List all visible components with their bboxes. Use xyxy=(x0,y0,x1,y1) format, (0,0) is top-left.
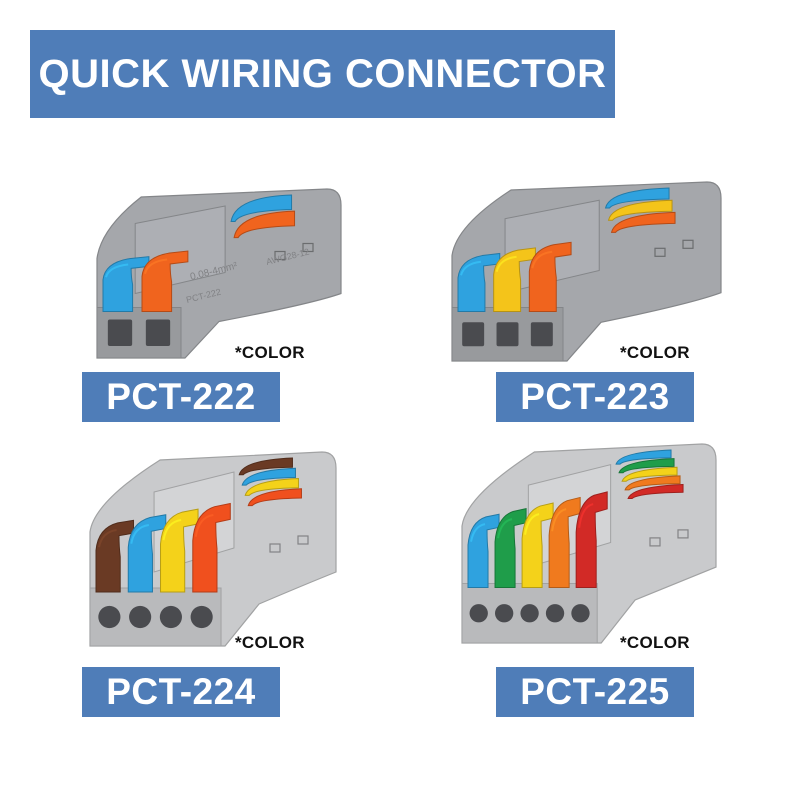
wire-hole-2 xyxy=(495,604,514,623)
wire-hole-3 xyxy=(159,605,182,629)
front-lever-4-highlight xyxy=(551,508,567,532)
title-banner: QUICK WIRING CONNECTOR xyxy=(30,30,615,118)
connector-pct-223 xyxy=(450,178,725,363)
rear-lever-2 xyxy=(233,210,296,239)
front-lever-5-highlight xyxy=(578,503,594,528)
front-lever-1-highlight xyxy=(105,263,129,278)
model-label-pct-224: PCT-224 xyxy=(82,667,280,717)
wire-hole-3 xyxy=(530,322,553,347)
model-label-pct-222: PCT-222 xyxy=(82,372,280,422)
side-slot xyxy=(297,535,309,545)
color-note-pct-223: *COLOR xyxy=(620,343,690,362)
wire-hole-2 xyxy=(496,322,519,347)
front-lever-1-highlight xyxy=(470,523,486,542)
rear-lever-2 xyxy=(607,199,673,221)
wire-hole-1 xyxy=(107,319,133,347)
front-lever-2-highlight xyxy=(497,518,513,539)
rear-lever-4 xyxy=(624,475,681,491)
title-text: QUICK WIRING CONNECTOR xyxy=(38,51,607,96)
rear-lever-2 xyxy=(618,458,675,474)
front-lever-2 xyxy=(141,250,189,312)
side-slot xyxy=(274,250,286,261)
connector-image-pct-225 xyxy=(461,443,717,644)
wire-hole-4 xyxy=(545,604,565,623)
model-label-pct-223: PCT-223 xyxy=(496,372,694,422)
front-lever-3 xyxy=(528,241,572,312)
color-note-pct-224: *COLOR xyxy=(235,633,305,652)
front-lever-3-highlight xyxy=(524,513,540,535)
rear-lever-3 xyxy=(244,478,299,496)
connector-pct-225 xyxy=(460,440,720,645)
rear-lever-3 xyxy=(610,211,676,233)
side-slot xyxy=(654,247,666,257)
rear-lever-5 xyxy=(627,483,684,500)
wire-hole-2 xyxy=(129,605,152,629)
front-lever-2-highlight xyxy=(144,258,168,275)
front-lever-1-highlight xyxy=(460,260,482,276)
connector-image-pct-224 xyxy=(89,451,337,647)
wire-hole-4 xyxy=(190,605,213,629)
side-slot xyxy=(677,529,689,539)
side-slot xyxy=(649,537,661,547)
front-lever-4-highlight xyxy=(194,514,214,537)
color-note-pct-222: *COLOR xyxy=(235,343,305,362)
wire-hole-1 xyxy=(469,604,488,623)
side-slot xyxy=(269,543,281,553)
rear-lever-2 xyxy=(241,467,296,486)
color-note-pct-225: *COLOR xyxy=(620,633,690,652)
side-slot xyxy=(682,239,694,249)
connector-image-pct-223 xyxy=(451,181,722,362)
rear-lever-3 xyxy=(621,466,678,482)
rear-lever-1 xyxy=(238,457,293,476)
rear-lever-1 xyxy=(230,194,293,222)
front-lever-3-highlight xyxy=(162,519,182,541)
wire-hole-5 xyxy=(571,604,590,623)
front-lever-5 xyxy=(575,491,608,588)
front-lever-1-highlight xyxy=(98,529,117,548)
front-lever-2-highlight xyxy=(495,255,517,273)
rear-lever-1 xyxy=(615,449,672,465)
wire-hole-2 xyxy=(145,319,171,347)
wire-hole-1 xyxy=(462,322,485,347)
rear-lever-4 xyxy=(247,488,302,507)
connector-pct-224 xyxy=(88,448,340,648)
rear-lever-1 xyxy=(604,187,670,209)
front-lever-4 xyxy=(192,502,231,593)
front-lever-3-highlight xyxy=(531,250,553,269)
wire-hole-1 xyxy=(98,605,121,629)
wire-hole-3 xyxy=(520,604,539,623)
front-lever-2-highlight xyxy=(130,524,150,544)
model-label-pct-225: PCT-225 xyxy=(496,667,694,717)
side-slot xyxy=(302,242,314,253)
